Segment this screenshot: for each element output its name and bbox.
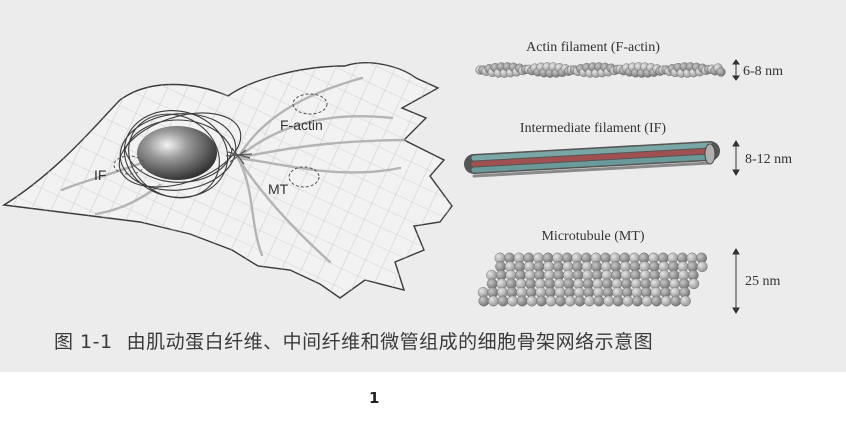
caption-text: 由肌动蛋白纤维、中间纤维和微管组成的细胞骨架网络示意图 <box>127 331 654 353</box>
caption-number: 图 1-1 <box>54 331 113 353</box>
cell-illustration: F-actin IF MT <box>0 50 460 310</box>
intermediate-title: Intermediate filament (IF) <box>520 121 666 136</box>
intermediate-filament-model <box>474 144 715 176</box>
intermediate-size-marker <box>733 141 739 175</box>
actin-size-label: 6-8 nm <box>743 64 783 79</box>
nucleus-shape <box>137 126 217 180</box>
label-mt: MT <box>268 181 289 197</box>
actin-filament-panel: Actin filament (F-actin) 6-8 nm <box>476 40 784 80</box>
page-number: 1 <box>369 389 379 407</box>
cytoskeleton-figure: F-actin IF MT Actin filament (F-actin) 6… <box>0 0 846 372</box>
microtubule-title: Microtubule (MT) <box>541 229 644 244</box>
actin-filament-model <box>476 62 726 77</box>
microtubule-panel: Microtubule (MT) 25 nm <box>478 229 781 313</box>
figure-caption: 图 1-1 由肌动蛋白纤维、中间纤维和微管组成的细胞骨架网络示意图 <box>54 327 653 354</box>
microtubule-size-marker <box>733 249 739 313</box>
label-if: IF <box>94 167 106 183</box>
microtubule-model <box>478 253 707 306</box>
microtubule-size-label: 25 nm <box>745 274 781 289</box>
intermediate-size-label: 8-12 nm <box>745 152 792 167</box>
actin-title: Actin filament (F-actin) <box>526 40 660 55</box>
intermediate-filament-panel: Intermediate filament (IF) 8-12 nm <box>474 121 792 176</box>
label-f-actin: F-actin <box>280 117 323 133</box>
actin-size-marker <box>733 60 739 80</box>
